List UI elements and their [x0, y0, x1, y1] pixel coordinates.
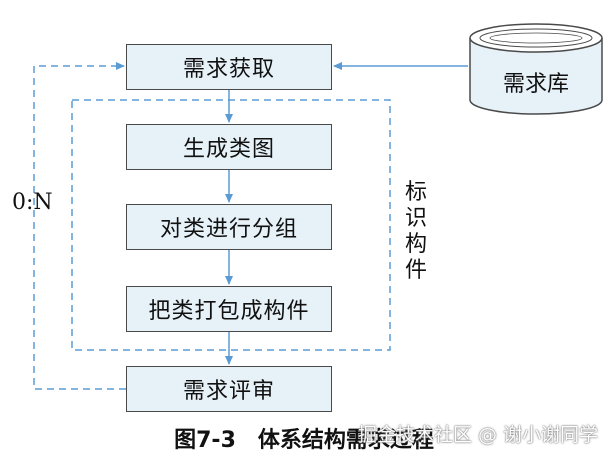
- database-label: 需求库: [502, 72, 569, 97]
- step-requirement-review: 需求评审: [126, 366, 332, 412]
- group-boundary: [71, 99, 391, 351]
- step-package-components: 把类打包成构件: [126, 286, 332, 332]
- database-icon: [469, 23, 603, 115]
- step-generate-class-diagram: 生成类图: [126, 124, 332, 170]
- step-label: 生成类图: [182, 137, 275, 162]
- step-requirement-acquisition: 需求获取: [126, 44, 332, 90]
- step-label: 需求评审: [182, 379, 275, 404]
- step-group-classes: 对类进行分组: [126, 204, 332, 250]
- step-label: 对类进行分组: [159, 217, 298, 242]
- step-label: 把类打包成构件: [148, 299, 310, 324]
- loop-label: 0:N: [12, 190, 53, 215]
- step-label: 需求获取: [182, 57, 275, 82]
- loop-arrow: [33, 62, 126, 390]
- group-label: 标识构件: [404, 180, 427, 283]
- figure-caption: 图7-3 体系结构需求过程: [174, 428, 434, 453]
- watermark: 掘金技术社区 @ 谢小谢同学: [358, 424, 599, 446]
